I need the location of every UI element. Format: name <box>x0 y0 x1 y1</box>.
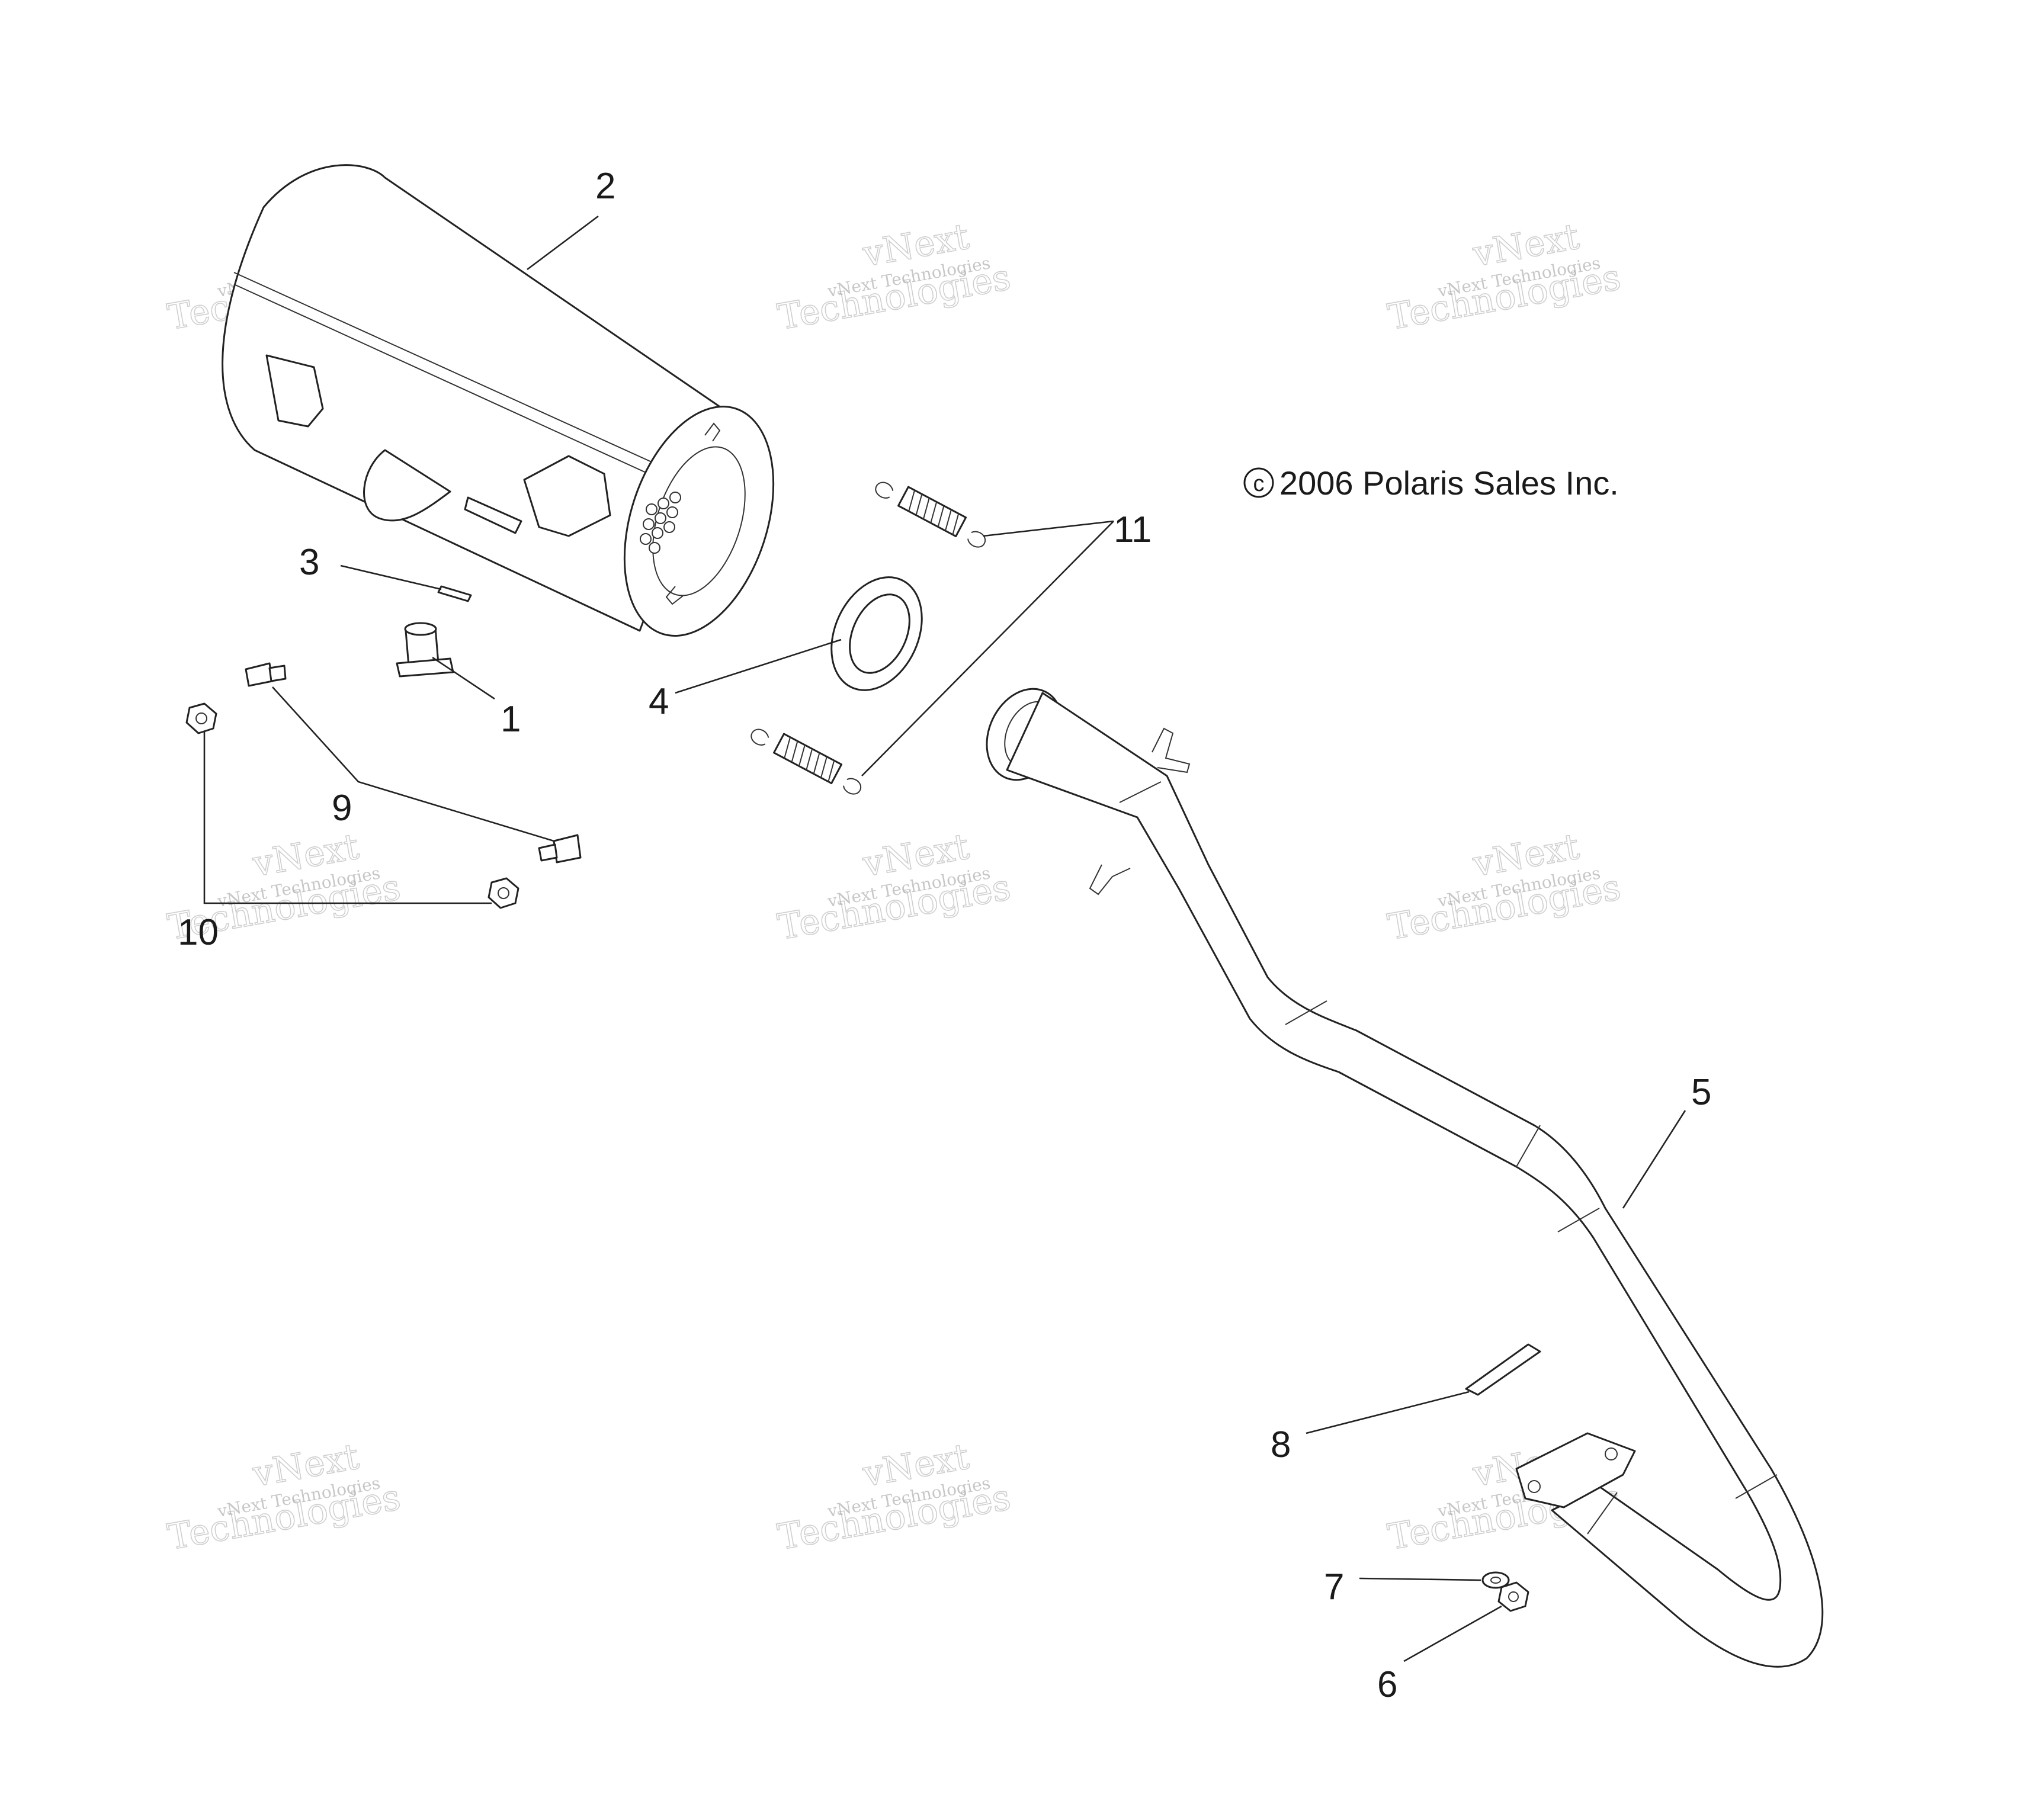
leader-6 <box>1403 1605 1502 1662</box>
callout-11: 11 <box>1114 509 1152 550</box>
muffler-outlet-holes <box>640 492 681 554</box>
copyright-text: 2006 Polaris Sales Inc. <box>1279 464 1619 502</box>
callout-2: 2 <box>595 166 615 207</box>
copyright-circle <box>1243 467 1274 498</box>
watermark: vNext vNext Technologies Technologies <box>774 826 1014 949</box>
gasket-part-8 <box>1465 1343 1541 1396</box>
leader-3 <box>340 564 442 590</box>
callout-10: 10 <box>178 912 219 953</box>
leader-1 <box>432 656 495 700</box>
nut-part-6 <box>1497 1581 1529 1612</box>
leader-8 <box>1306 1391 1470 1434</box>
bolt-part-9 <box>245 662 582 864</box>
callout-6: 6 <box>1377 1664 1397 1705</box>
leader-11a <box>983 520 1114 537</box>
watermark: vNext vNext Technologies Technologies <box>1384 826 1624 949</box>
leader-9 <box>272 686 554 842</box>
leader-lines <box>203 215 1686 1662</box>
gasket-part-4 <box>830 576 923 691</box>
callout-3: 3 <box>299 542 319 583</box>
leader-2 <box>527 215 599 271</box>
muffler-part-2 <box>222 164 775 637</box>
pin-part-3 <box>437 585 472 602</box>
washer-part-7 <box>1481 1571 1510 1589</box>
leader-10 <box>203 731 492 904</box>
spring-part-11 <box>750 482 986 795</box>
watermark: vNext vNext Technologies Technologies <box>774 1436 1014 1559</box>
callout-7: 7 <box>1324 1567 1344 1607</box>
copyright-notice: c 2006 Polaris Sales Inc. <box>1243 464 1619 502</box>
callout-numbers: 1 2 3 4 5 6 7 8 9 10 11 <box>178 166 1711 1705</box>
bushing-part-1 <box>396 622 454 678</box>
watermark: vNext vNext Technologies Technologies <box>774 216 1014 339</box>
callout-1: 1 <box>501 699 521 740</box>
header-pipe-part-5 <box>986 688 1824 1668</box>
copyright-symbol: c <box>1253 471 1265 496</box>
nut-part-10 <box>185 702 519 909</box>
callout-9: 9 <box>332 788 352 829</box>
leader-4 <box>675 638 842 694</box>
leader-7 <box>1359 1577 1481 1581</box>
leader-5 <box>1622 1110 1686 1209</box>
watermark: vNext vNext Technologies Technologies <box>1384 216 1624 339</box>
leader-11b <box>861 521 1114 776</box>
callout-5: 5 <box>1691 1072 1711 1113</box>
callout-8: 8 <box>1271 1424 1291 1465</box>
callout-4: 4 <box>649 681 669 722</box>
watermark: vNext vNext Technologies Technologies <box>164 1436 404 1559</box>
